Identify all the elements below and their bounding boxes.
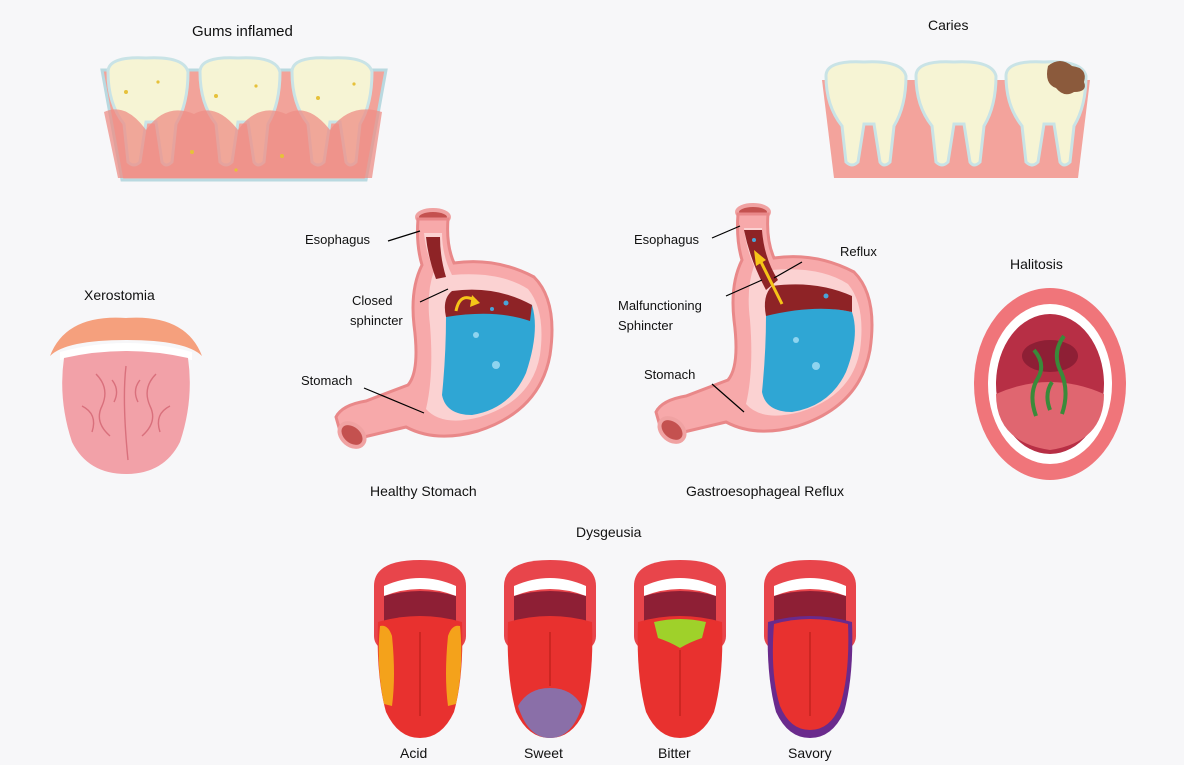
tongue-savory-label: Savory <box>788 745 832 761</box>
tongue-sweet-illustration <box>500 556 600 740</box>
malfunctioning-sphincter-label-line2: Sphincter <box>618 318 673 333</box>
halitosis-title: Halitosis <box>1010 256 1063 272</box>
xerostomia-illustration <box>46 310 206 480</box>
tongue-savory-illustration <box>760 556 860 740</box>
reflux-stomach-label: Stomach <box>644 367 695 382</box>
reflux-label: Reflux <box>840 244 877 259</box>
tongue-sweet-label: Sweet <box>524 745 563 761</box>
xerostomia-title: Xerostomia <box>84 287 155 303</box>
tongue-bitter-label: Bitter <box>658 745 691 761</box>
tongue-bitter-illustration <box>630 556 730 740</box>
gums-inflamed-title: Gums inflamed <box>192 23 293 40</box>
halitosis-illustration <box>972 286 1128 482</box>
healthy-esophagus-label: Esophagus <box>305 232 370 247</box>
caries-title: Caries <box>928 17 968 33</box>
dysgeusia-title: Dysgeusia <box>576 524 641 540</box>
caries-illustration <box>816 50 1096 182</box>
tongue-acid-label: Acid <box>400 745 427 761</box>
malfunctioning-sphincter-label-line1: Malfunctioning <box>618 298 702 313</box>
tongue-acid-illustration <box>370 556 470 740</box>
reflux-esophagus-label: Esophagus <box>634 232 699 247</box>
healthy-stomach-caption: Healthy Stomach <box>370 483 477 499</box>
closed-sphincter-label-line2: sphincter <box>350 313 403 328</box>
gums-inflamed-illustration <box>96 52 392 184</box>
closed-sphincter-label-line1: Closed <box>352 293 392 308</box>
healthy-stomach-label: Stomach <box>301 373 352 388</box>
reflux-stomach-caption: Gastroesophageal Reflux <box>686 483 844 499</box>
